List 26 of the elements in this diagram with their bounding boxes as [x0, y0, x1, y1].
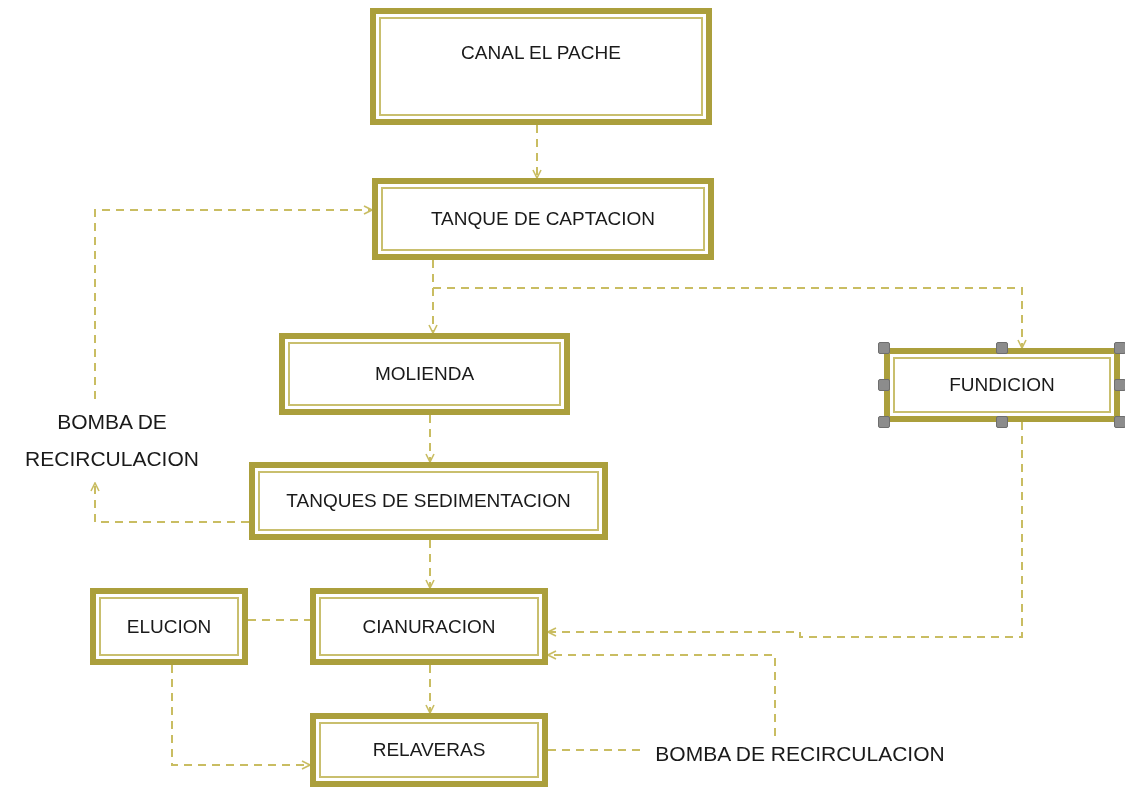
process-box	[372, 178, 714, 260]
dashed-arrow	[425, 414, 435, 463]
box-label: MOLIENDA	[374, 362, 475, 387]
dashed-arrow	[171, 664, 311, 770]
process-box	[249, 462, 608, 540]
dashed-arrow	[90, 482, 250, 523]
text-label: BOMBA DE RECIRCULACION	[655, 740, 945, 767]
dashed-arrow	[425, 664, 435, 714]
dashed-arrow	[547, 650, 776, 737]
dashed-arrow	[94, 205, 373, 400]
process-box	[279, 333, 570, 415]
box-label: CIANURACION	[362, 614, 496, 639]
box-label: TANQUE DE CAPTACION	[430, 207, 656, 232]
process-box	[90, 588, 248, 665]
process-box	[310, 713, 548, 787]
process-box	[310, 588, 548, 665]
dashed-arrow	[532, 124, 542, 179]
box-label: RELAVERAS	[372, 738, 486, 763]
process-box	[370, 8, 712, 125]
dashed-arrow	[547, 421, 1023, 638]
text-label: BOMBA DE RECIRCULACION	[24, 409, 200, 472]
box-label: FUNDICION	[949, 373, 1055, 398]
dashed-arrow	[425, 539, 435, 589]
box-label: CANAL EL PACHE	[461, 41, 621, 65]
box-label: TANQUES DE SEDIMENTACION	[286, 489, 571, 514]
box-label: ELUCION	[126, 614, 212, 639]
